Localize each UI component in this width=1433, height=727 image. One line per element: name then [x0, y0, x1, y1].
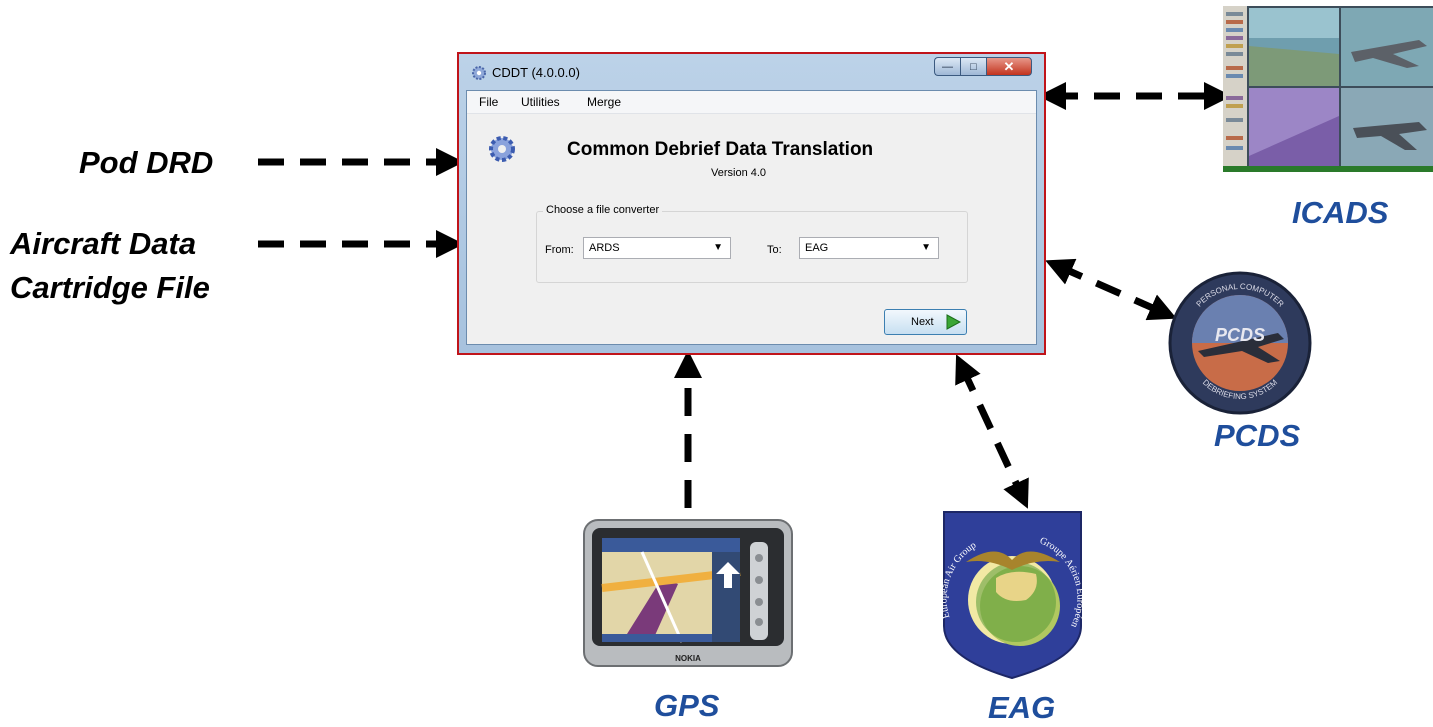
eag-logo-image: European Air Group Groupe Aérien Europée…	[940, 511, 1085, 680]
next-button-label: Next	[911, 316, 934, 328]
window-title: CDDT (4.0.0.0)	[492, 65, 580, 80]
next-button[interactable]: Next	[884, 309, 967, 335]
pcds-logo-center-text: PCDS	[1215, 325, 1265, 345]
icads-screenshot-image	[1223, 6, 1433, 172]
icads-label: ICADS	[1292, 195, 1389, 230]
menu-utilities[interactable]: Utilities	[521, 95, 560, 109]
window-controls: — □ ✕	[934, 57, 1032, 77]
from-select-value: ARDS	[589, 242, 620, 254]
converter-group-label: Choose a file converter	[543, 204, 663, 216]
app-title: Common Debrief Data Translation	[567, 139, 874, 160]
to-select[interactable]: EAG ▼	[799, 237, 939, 259]
chevron-down-icon: ▼	[713, 242, 723, 253]
app-gear-icon	[472, 66, 486, 80]
to-label: To:	[767, 244, 782, 256]
close-button[interactable]: ✕	[986, 57, 1032, 76]
gear-icon	[489, 136, 515, 162]
eag-label: EAG	[988, 690, 1056, 725]
menu-bar: File Utilities Merge	[467, 91, 1036, 114]
menu-file[interactable]: File	[479, 95, 499, 109]
maximize-button[interactable]: □	[960, 57, 986, 76]
title-bar: CDDT (4.0.0.0) — □ ✕	[459, 54, 1044, 90]
close-icon: ✕	[1003, 58, 1015, 74]
to-select-value: EAG	[805, 242, 829, 254]
cddt-window: CDDT (4.0.0.0) — □ ✕ File Utilities Merg…	[457, 52, 1046, 355]
window-client: File Utilities Merge Common Debrief Data…	[466, 90, 1037, 345]
aircraft-data-label-line2: Cartridge File	[10, 270, 210, 305]
gps-device-image: NOKIA	[583, 519, 793, 667]
maximize-icon: □	[970, 60, 977, 73]
gps-label: GPS	[654, 688, 720, 723]
pod-drd-label: Pod DRD	[79, 145, 214, 180]
pcds-label: PCDS	[1214, 418, 1301, 453]
app-version: Version 4.0	[711, 167, 767, 179]
converter-group: Choose a file converter From: ARDS ▼ To:…	[536, 204, 968, 283]
minimize-icon: —	[942, 60, 953, 73]
next-arrow-icon	[946, 314, 962, 330]
chevron-down-icon: ▼	[921, 242, 931, 253]
gps-brand-text: NOKIA	[675, 654, 701, 663]
arrow-eag	[955, 354, 1029, 509]
pcds-logo-image: PCDS PERSONAL COMPUTER DEBRIEFING SYSTEM	[1168, 271, 1312, 415]
menu-merge[interactable]: Merge	[587, 95, 622, 109]
from-select[interactable]: ARDS ▼	[583, 237, 731, 259]
from-label: From:	[545, 244, 574, 256]
arrow-pcds	[1045, 258, 1177, 321]
aircraft-data-label-line1: Aircraft Data	[10, 226, 197, 261]
minimize-button[interactable]: —	[934, 57, 960, 76]
